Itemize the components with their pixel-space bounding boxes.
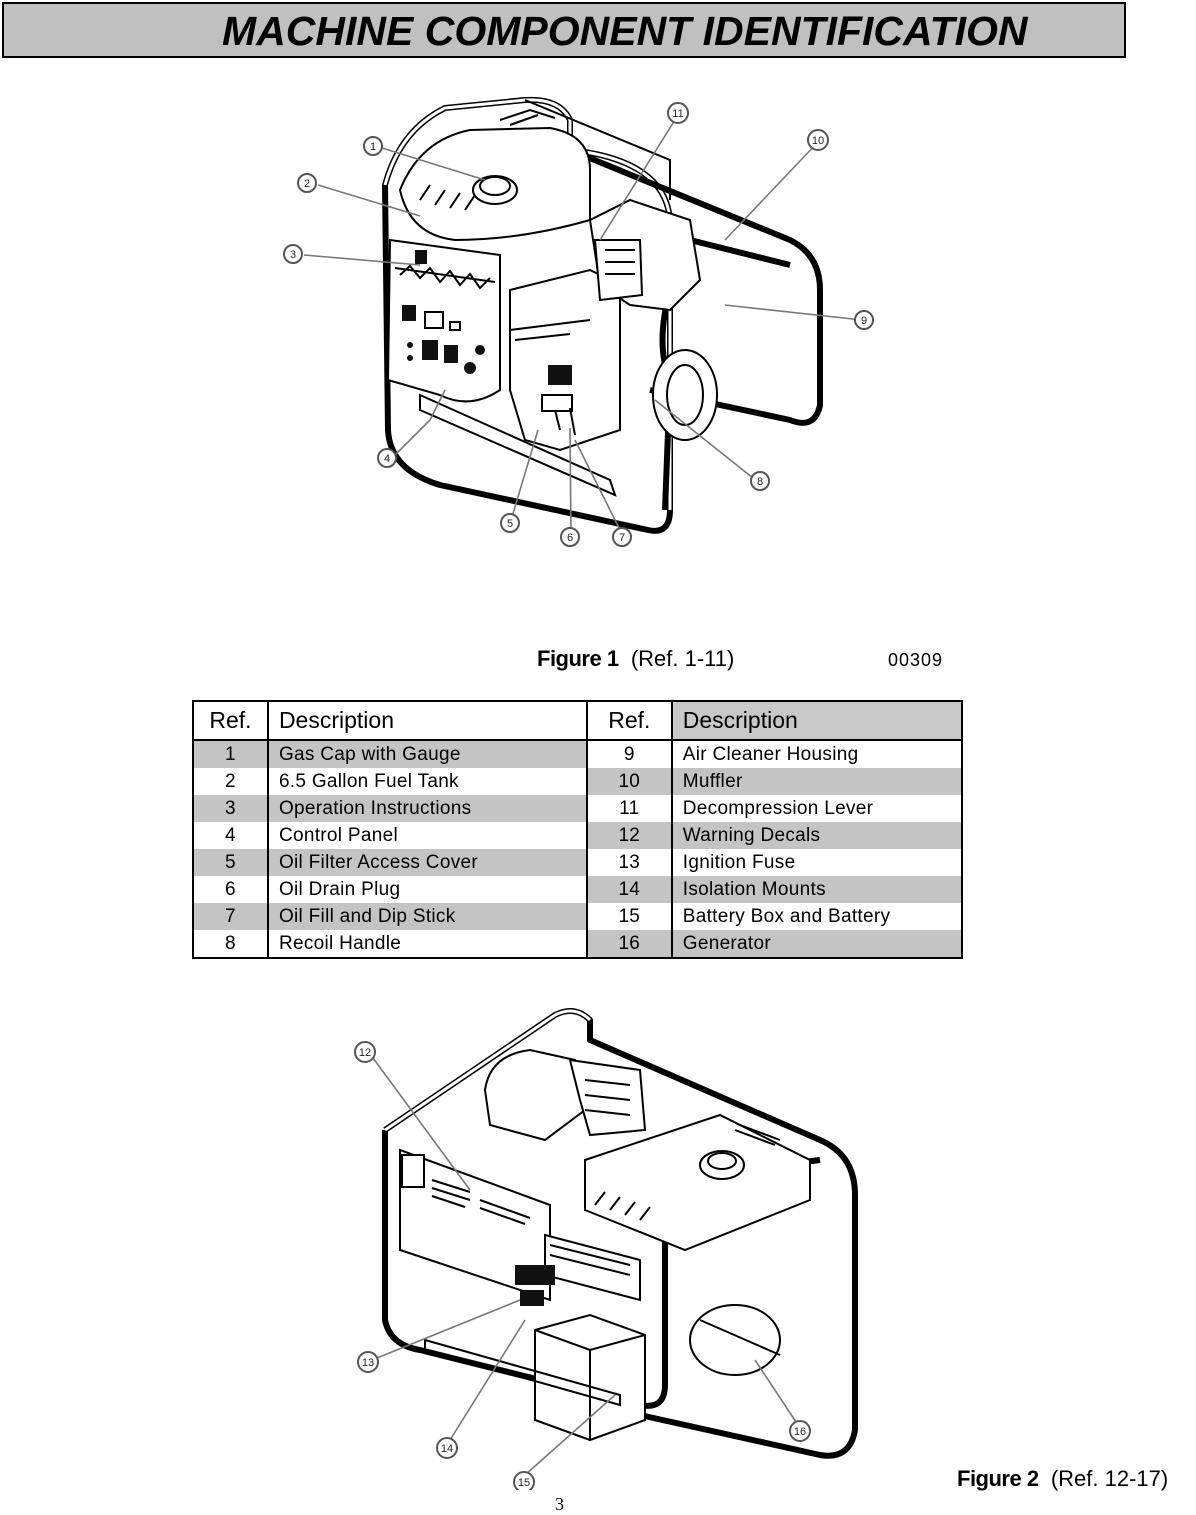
- description-cell: Generator: [670, 930, 964, 959]
- svg-text:5: 5: [507, 518, 513, 530]
- description-cell: Muffler: [670, 768, 964, 795]
- callout-10: 10: [807, 129, 829, 151]
- callout-11: 11: [667, 102, 689, 124]
- figure-1-illustration: 1 2 3 4 5 6 7 8 9 10 11: [283, 96, 874, 547]
- ref-cell: 11: [585, 795, 673, 822]
- callout-2: 2: [297, 173, 317, 193]
- svg-text:2: 2: [304, 178, 310, 190]
- callout-4: 4: [377, 448, 397, 468]
- description-cell: 6.5 Gallon Fuel Tank: [266, 768, 588, 795]
- svg-text:8: 8: [757, 476, 763, 488]
- callout-12: 12: [354, 1041, 376, 1063]
- description-cell: Isolation Mounts: [670, 876, 964, 903]
- header-description-left: Description: [266, 700, 588, 741]
- callout-5: 5: [500, 513, 520, 533]
- description-cell: Ignition Fuse: [670, 849, 964, 876]
- callout-14: 14: [436, 1437, 458, 1459]
- description-cell: Warning Decals: [670, 822, 964, 849]
- title-banner: MACHINE COMPONENT IDENTIFICATION: [2, 2, 1126, 58]
- figure-1-code: 00309: [888, 650, 944, 670]
- page-number: 3: [555, 1494, 564, 1514]
- description-cell: Recoil Handle: [266, 930, 588, 959]
- ref-cell: 5: [192, 849, 269, 876]
- callout-9: 9: [854, 310, 874, 330]
- callout-13: 13: [357, 1351, 379, 1373]
- callout-8: 8: [750, 471, 770, 491]
- svg-text:10: 10: [812, 135, 824, 147]
- page-title: MACHINE COMPONENT IDENTIFICATION: [222, 8, 1028, 54]
- svg-text:11: 11: [672, 108, 683, 120]
- description-cell: Operation Instructions: [266, 795, 588, 822]
- description-cell: Oil Filter Access Cover: [266, 849, 588, 876]
- description-cell: Control Panel: [266, 822, 588, 849]
- description-cell: Oil Drain Plug: [266, 876, 588, 903]
- svg-text:12: 12: [359, 1047, 371, 1059]
- callout-3: 3: [283, 244, 303, 264]
- ref-cell: 3: [192, 795, 269, 822]
- ref-cell: 14: [585, 876, 673, 903]
- figure-2-ref: (Ref. 12-17): [1050, 1466, 1169, 1491]
- callout-6: 6: [560, 527, 580, 547]
- figure-2-illustration: 12 13 14 15 16: [354, 1008, 858, 1490]
- figure-2-label: Figure 2: [957, 1466, 1039, 1491]
- svg-text:13: 13: [362, 1357, 374, 1369]
- ref-cell: 13: [585, 849, 673, 876]
- ref-cell: 15: [585, 903, 673, 930]
- figure-1-ref: (Ref. 1-11): [630, 646, 735, 671]
- svg-text:7: 7: [619, 532, 625, 544]
- figure-1-label: Figure 1: [537, 646, 619, 671]
- ref-cell: 1: [192, 740, 269, 768]
- callout-16: 16: [789, 1420, 811, 1442]
- ref-cell: 4: [192, 822, 269, 849]
- svg-text:15: 15: [518, 1477, 530, 1489]
- ref-cell: 7: [192, 903, 269, 930]
- svg-text:6: 6: [567, 532, 573, 544]
- ref-cell: 16: [585, 930, 673, 959]
- callout-15: 15: [513, 1471, 535, 1490]
- description-cell: Decompression Lever: [670, 795, 964, 822]
- ref-cell: 12: [585, 822, 673, 849]
- ref-cell: 10: [585, 768, 673, 795]
- svg-text:14: 14: [441, 1443, 453, 1455]
- header-description-right: Description: [670, 700, 964, 741]
- callout-7: 7: [612, 527, 632, 547]
- header-ref-right: Ref.: [585, 700, 673, 741]
- description-cell: Battery Box and Battery: [670, 903, 964, 930]
- ref-cell: 2: [192, 768, 269, 795]
- header-ref-left: Ref.: [192, 700, 269, 741]
- description-cell: Oil Fill and Dip Stick: [266, 903, 588, 930]
- table-header-row: Ref. Description Ref. Description: [192, 700, 964, 741]
- ref-cell: 8: [192, 930, 269, 959]
- svg-text:9: 9: [861, 315, 867, 327]
- description-cell: Air Cleaner Housing: [670, 740, 964, 768]
- figure-2-caption: Figure 2 (Ref. 12-17): [957, 1466, 1168, 1492]
- callout-1: 1: [363, 136, 383, 156]
- figure-1-caption: Figure 1 (Ref. 1-11): [537, 646, 734, 672]
- svg-text:16: 16: [794, 1426, 806, 1438]
- svg-text:1: 1: [370, 141, 376, 153]
- description-cell: Gas Cap with Gauge: [266, 740, 588, 768]
- svg-text:3: 3: [290, 249, 296, 261]
- ref-cell: 9: [585, 740, 673, 768]
- svg-text:4: 4: [384, 453, 390, 465]
- ref-cell: 6: [192, 876, 269, 903]
